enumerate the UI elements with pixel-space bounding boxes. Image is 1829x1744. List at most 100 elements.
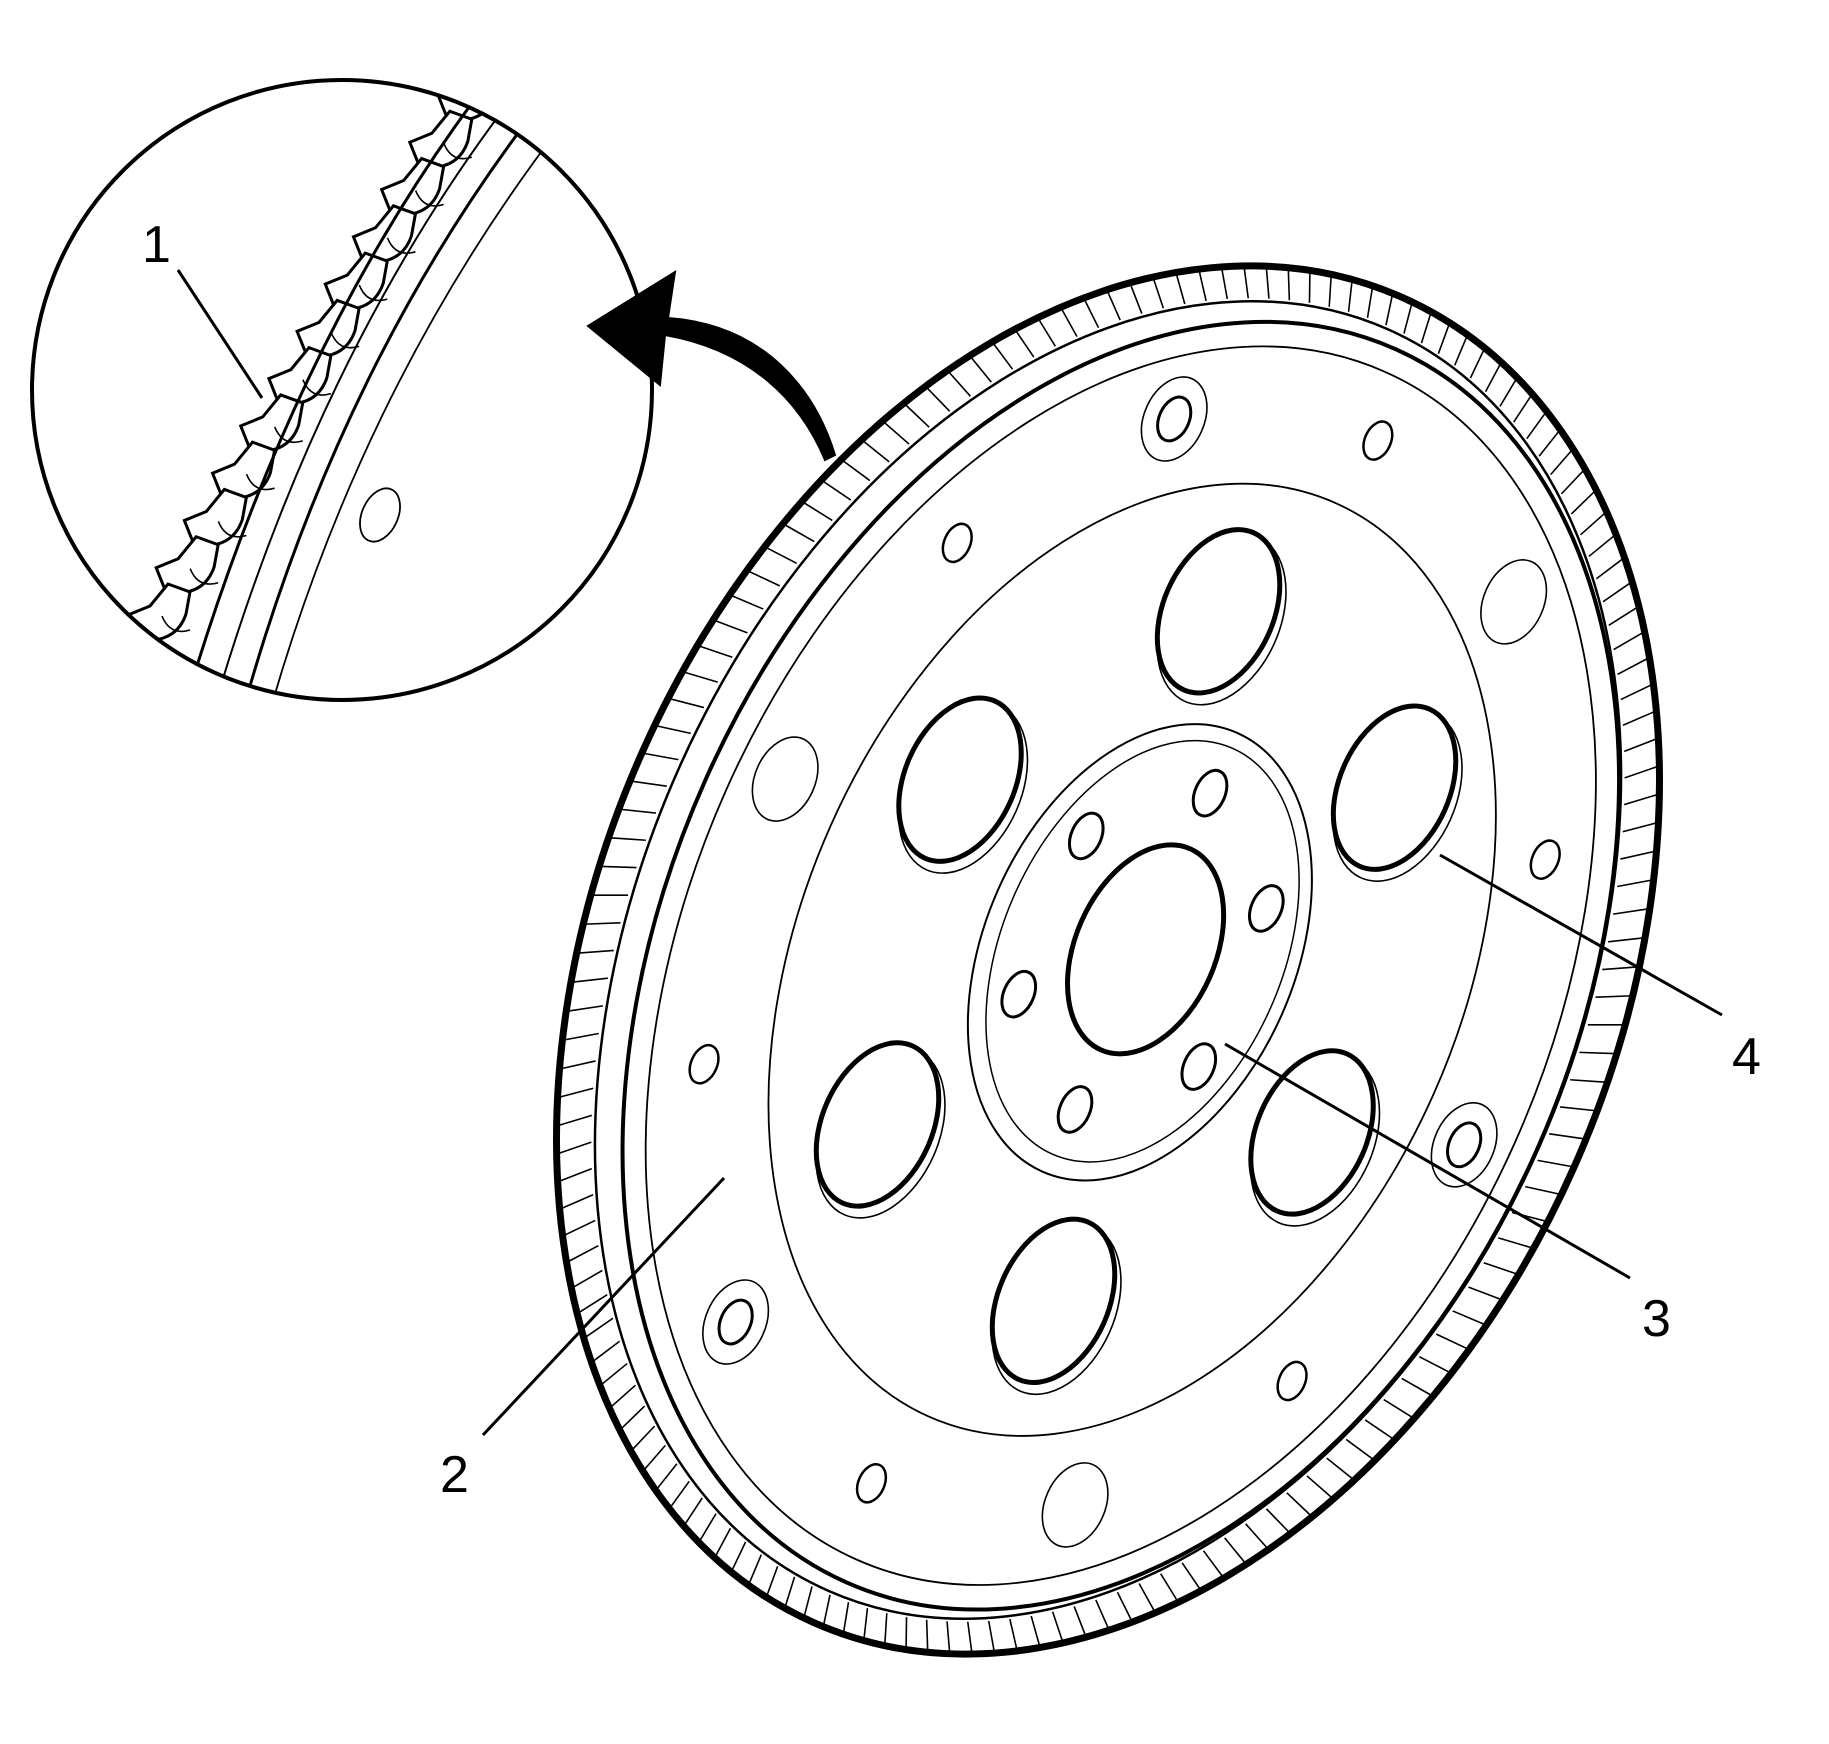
lightening-window — [896, 695, 1024, 864]
gear-tooth — [1570, 490, 1596, 515]
gear-tooth — [1287, 269, 1291, 301]
gear-tooth — [1469, 349, 1485, 379]
leader-line-3 — [1224, 1042, 1631, 1280]
center-bore — [1065, 842, 1227, 1057]
gear-tooth — [822, 480, 852, 501]
gear-tooth — [1328, 276, 1332, 307]
lightening-window — [1330, 703, 1459, 872]
detail-arrow-icon — [586, 270, 837, 462]
gear-tooth — [884, 1613, 888, 1644]
callout-3: 3 — [1642, 1290, 1671, 1348]
gear-tooth — [631, 780, 667, 788]
hub-outer-ring — [966, 723, 1313, 1182]
gear-tooth — [1580, 512, 1606, 536]
gear-tooth — [1537, 1159, 1573, 1168]
callout-1: 1 — [142, 216, 171, 274]
gear-tooth — [1243, 267, 1250, 299]
gear-tooth — [1366, 287, 1374, 319]
gear-tooth — [1550, 449, 1573, 476]
gear-tooth — [992, 343, 1014, 370]
gear-tooth — [568, 1244, 599, 1263]
outer-mount-boss — [751, 736, 819, 822]
gear-tooth — [578, 949, 614, 954]
gear-tooth — [585, 921, 621, 925]
gear-tooth — [1095, 1599, 1110, 1629]
gear-tooth — [1347, 281, 1353, 312]
detail-rim-line-3 — [233, 84, 557, 700]
gear-tooth — [1595, 558, 1624, 580]
lightening-window — [989, 1216, 1118, 1386]
gear-tooth — [1549, 1132, 1585, 1140]
gear-tooth — [714, 619, 748, 634]
gear-tooth — [1202, 1550, 1224, 1577]
gear-tooth — [766, 1566, 779, 1596]
gear-tooth — [1009, 1618, 1018, 1650]
gear-tooth — [643, 1444, 666, 1471]
gear-tooth — [1245, 1523, 1268, 1549]
gear-tooth — [585, 1317, 614, 1338]
leader-line-1 — [176, 269, 264, 399]
gear-tooth — [1608, 937, 1644, 943]
gear-tooth — [1602, 966, 1638, 971]
gear-tooth — [610, 1384, 636, 1408]
gear-tooth — [1560, 469, 1585, 495]
gear-tooth — [1221, 268, 1229, 300]
detail-magnifier — [30, 78, 654, 702]
gear-tooth — [803, 501, 833, 522]
gear-tooth — [748, 1554, 763, 1584]
outer-bolt-hole — [1156, 395, 1193, 443]
hub-bolt-hole — [1191, 768, 1229, 818]
gear-tooth — [631, 1425, 656, 1451]
gear-tooth — [656, 725, 691, 735]
gear-tooth — [1181, 1562, 1201, 1590]
gear-tooth — [610, 836, 646, 842]
gear-tooth — [699, 1513, 717, 1542]
gear-tooth — [1159, 1573, 1178, 1602]
gear-tooth — [558, 1141, 592, 1155]
gear-tooth — [1138, 1583, 1156, 1612]
gear-tooth — [1483, 1261, 1517, 1275]
gear-tooth — [1595, 995, 1631, 999]
outer-small-hole — [1529, 839, 1561, 880]
gear-tooth — [1498, 1237, 1532, 1249]
gear-tooth — [1452, 1310, 1485, 1326]
gear-tooth — [1623, 738, 1657, 753]
gear-tooth — [715, 1527, 732, 1557]
gear-tooth — [925, 1619, 929, 1651]
gear-tooth — [684, 1497, 703, 1525]
gear-tooth — [883, 421, 910, 445]
gear-tooth — [1401, 1377, 1432, 1396]
outer-small-hole — [855, 1463, 888, 1504]
gear-tooth — [1306, 1475, 1333, 1499]
gear-tooth — [987, 1620, 995, 1652]
detail-rim-line-1 — [173, 80, 507, 700]
gear-tooth — [1326, 1457, 1354, 1480]
gear-tooth — [1622, 822, 1657, 833]
gear-tooth — [1617, 879, 1652, 888]
gear-tooth — [1622, 710, 1655, 726]
plate-middle-ring — [767, 482, 1497, 1437]
gear-tooth — [592, 894, 629, 897]
gear-tooth — [1435, 1333, 1468, 1350]
gear-tooth — [784, 524, 815, 543]
gear-tooth — [1620, 850, 1655, 860]
gear-tooth — [1579, 1051, 1615, 1055]
gear-tooth — [592, 1340, 621, 1362]
leader-line-2 — [481, 1176, 726, 1437]
lightening-window — [813, 1040, 942, 1209]
gear-tooth — [1198, 270, 1207, 302]
gear-tooth — [1403, 303, 1413, 334]
gear-tooth — [1617, 657, 1648, 676]
gear-tooth — [684, 671, 718, 683]
outer-bolt-hole — [1446, 1121, 1483, 1169]
gear-tooth — [1453, 336, 1468, 366]
gear-tooth — [1437, 324, 1450, 354]
gear-tooth — [766, 546, 798, 565]
gear-tooth — [1083, 299, 1100, 329]
gear-tooth — [620, 1405, 646, 1430]
gear-tooth — [564, 1219, 596, 1236]
hub-inner-ring — [985, 739, 1300, 1163]
gear-tooth — [904, 404, 930, 428]
gear-tooth — [572, 1269, 603, 1289]
gear-tooth — [1175, 274, 1186, 305]
